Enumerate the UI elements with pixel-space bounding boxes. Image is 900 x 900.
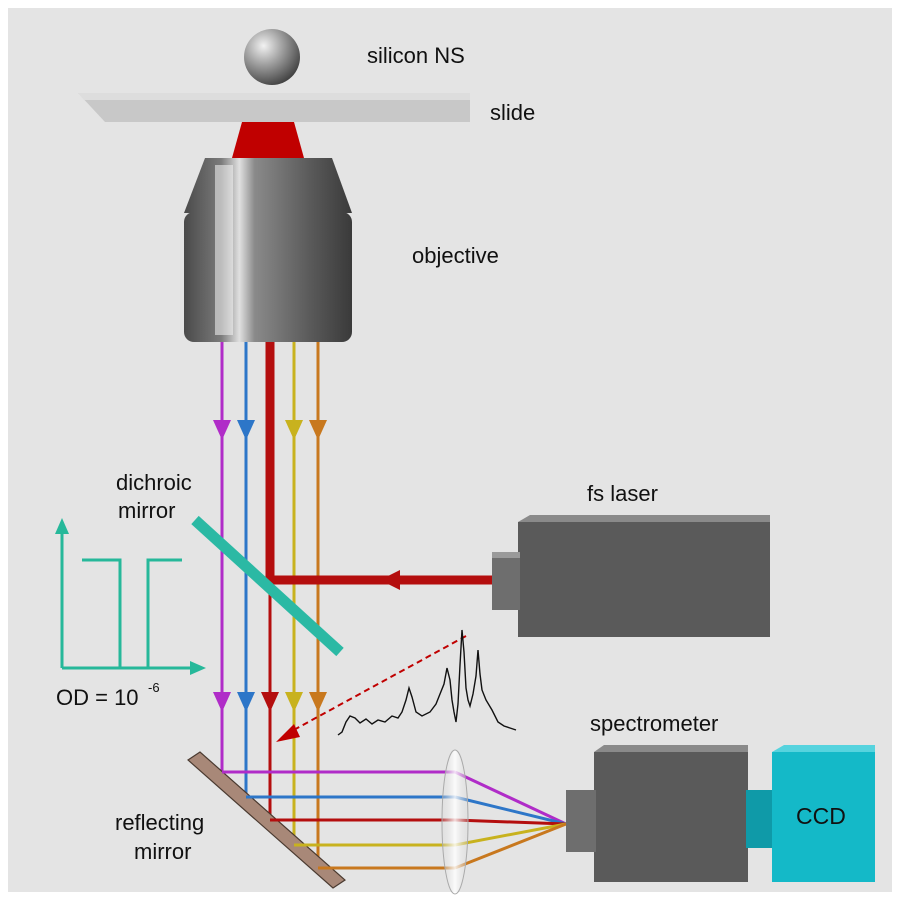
dichroic-mirror [191,515,344,657]
label-dichroic-mirror: mirror [118,498,175,523]
label-spectrometer: spectrometer [590,711,718,736]
reflecting-mirror [187,751,346,889]
ccd-icon [746,745,875,882]
spectrometer-icon [566,745,748,882]
filter-curve [82,558,182,670]
slide [78,93,470,122]
converging-beams [454,770,567,870]
filter-od-plot [55,518,206,675]
focused-laser-cone [232,122,304,158]
reflected-beams [222,770,455,870]
label-ccd: CCD [796,803,846,829]
raman-spectrum-icon [337,629,517,736]
silicon-nanosphere-icon [244,29,300,85]
label-od-prefix: OD = 10 [56,685,139,710]
spectrum-dashed-arrow [289,635,467,733]
upper-arrowheads [213,420,327,440]
slide-top-face [78,93,470,100]
objective-icon [184,158,352,342]
diagram-background [8,8,892,892]
label-od-exponent: -6 [148,680,160,695]
fs-laser-icon [492,515,770,637]
label-objective: objective [412,243,499,268]
label-dichroic: dichroic [116,470,192,495]
label-reflecting: reflecting [115,810,204,835]
laser-arrowhead [380,570,400,590]
label-silicon-ns: silicon NS [367,43,465,68]
spectrum-arrowhead [276,724,300,742]
label-fs-laser: fs laser [587,481,658,506]
label-reflecting-mirror: mirror [134,839,191,864]
focusing-lens-icon [441,749,469,895]
lower-arrowheads [213,692,327,712]
label-slide: slide [490,100,535,125]
